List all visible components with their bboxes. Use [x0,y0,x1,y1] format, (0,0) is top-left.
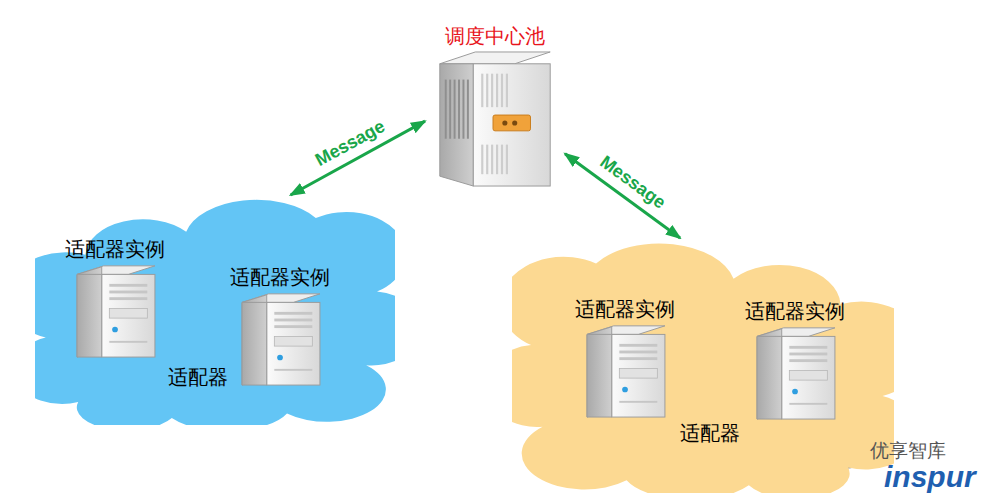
vent-slot [501,145,503,175]
vent-slot [506,74,508,108]
polygon-shape [587,327,612,417]
server-node: 适配器实例 [220,266,340,386]
cloud-fill [512,243,894,493]
panel-light [502,120,507,125]
server-icon [583,323,668,418]
vent-slot [458,80,460,139]
instance-label: 适配器实例 [230,266,330,288]
status-led [112,327,118,333]
vent-slot [619,357,657,360]
edge-label: Message [311,116,387,170]
vent-slot [274,325,312,328]
vent-slot [109,341,147,343]
server-icon [435,50,555,188]
vent-slot [445,80,447,139]
instance-label: 适配器实例 [575,298,675,320]
vent-slot [274,319,312,322]
server-icon [238,291,323,386]
drive-bay [274,337,312,347]
cloud-region: 适配器适配器实例适配器实例 [35,195,395,425]
vent-slot [462,80,464,139]
center-server: 调度中心池 [425,25,565,188]
cloud-region: 适配器 适配器实例 适配器实例 [512,238,894,493]
vent-slot [496,74,498,108]
instance-label: 适配器实例 [745,300,845,322]
rect-shape [473,64,550,186]
vent-slot [467,80,469,139]
group-label: 适配器 [680,422,740,444]
polygon-shape [757,336,782,419]
watermark-text: 优享智库 [870,441,946,460]
vent-slot [496,145,498,175]
rect-shape [781,336,834,419]
vent-slot [481,145,483,175]
panel-light [512,120,517,125]
cloud-fill [35,200,395,425]
rect-shape [266,302,319,385]
pool-title: 调度中心池 [445,25,545,47]
vent-slot [481,74,483,108]
rect-shape [611,334,664,417]
polygon-shape [77,267,102,357]
polygon-shape [757,329,782,419]
vent-slot [789,346,827,349]
vent-slot [619,351,657,354]
server-node: 适配器实例 [55,238,175,358]
vent-slot [274,312,312,315]
vent-slot [789,403,827,405]
vent-slot [619,401,657,403]
vent-slot [506,145,508,175]
status-led [622,387,628,393]
server-icon [73,263,158,358]
front-panel [493,115,530,131]
vent-slot [109,291,147,294]
drive-bay [619,369,657,379]
vent-slot [491,74,493,108]
vent-slot [619,344,657,347]
rect-shape [101,274,154,357]
vent-slot [789,359,827,362]
status-led [277,355,283,361]
drive-bay [789,371,827,381]
status-led [792,389,798,395]
vent-slot [449,80,451,139]
vent-slot [501,74,503,108]
polygon-shape [242,302,267,385]
vent-slot [109,284,147,287]
vent-slot [789,353,827,356]
brand-logo: inspur [884,462,976,492]
vent-slot [274,369,312,371]
polygon-shape [440,64,474,186]
vent-slot [491,145,493,175]
edge-label: Message [596,152,669,213]
vent-slot [486,74,488,108]
polygon-shape [587,334,612,417]
vent-slot [109,297,147,300]
vent-slot [486,145,488,175]
polygon-shape [440,52,550,64]
cloud-shape [512,238,894,493]
vent-slot [454,80,456,139]
group-label: 适配器 [168,366,228,388]
drive-bay [109,309,147,319]
server-node: 适配器实例 [565,298,685,418]
server-node: 适配器实例 [735,300,855,420]
polygon-shape [77,274,102,357]
polygon-shape [242,295,267,385]
instance-label: 适配器实例 [65,238,165,260]
server-icon [753,325,838,420]
